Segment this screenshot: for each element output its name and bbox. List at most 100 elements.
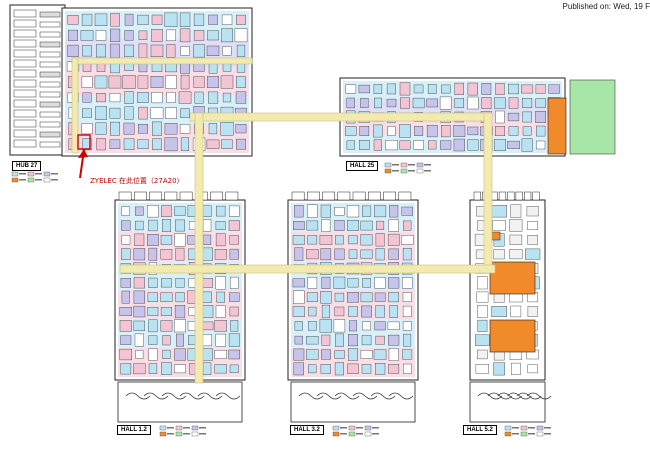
hall-3-2-block-booth — [321, 276, 331, 289]
hall-25-block-booth — [453, 138, 465, 152]
hall-3-2-block-booth — [334, 292, 345, 302]
hall-5-2-block-booth — [492, 220, 506, 231]
hall-3-2-block-booth — [292, 234, 305, 245]
hall-3-2-block-booth — [293, 220, 305, 230]
hall-5-2-block-booth — [511, 362, 521, 375]
hall-25-block-booth — [386, 83, 397, 95]
hall-27-block-booth — [164, 107, 177, 119]
hall-25-block-booth — [373, 84, 383, 94]
legend-swatch — [175, 425, 183, 431]
foyer-escalator — [388, 392, 414, 400]
hall-3-2-block-booth — [294, 204, 304, 218]
hall-1-2-block-booth — [147, 307, 159, 317]
legend-text-line — [356, 427, 363, 429]
hall-1-2-block-booth — [119, 348, 133, 361]
hall-27-block-booth — [108, 75, 122, 89]
legend-text-line — [392, 170, 399, 172]
hall-3-2-block-booth — [348, 306, 358, 317]
hall-3-2-block-booth — [349, 320, 358, 332]
legend-text-line — [512, 433, 519, 435]
hall-1-2-block-booth — [229, 248, 239, 260]
hall-3-2-block-booth — [403, 220, 412, 231]
hall-1-2-block-booth — [120, 278, 131, 288]
hall-1-2-block-booth — [214, 364, 227, 374]
hall-3-2-block-booth — [319, 319, 332, 333]
hall-3-2-block-booth — [347, 363, 359, 374]
hall-1-2-block-booth — [135, 350, 144, 359]
hall-legend — [332, 425, 379, 437]
hub-27-area — [9, 4, 66, 156]
hall-27-block-booth — [235, 76, 246, 88]
hall-1-2-block-booth — [215, 221, 226, 231]
service-room — [515, 191, 523, 201]
legend-text-line — [528, 427, 535, 429]
hall-27-block-booth — [95, 122, 107, 135]
hub-27-room — [13, 119, 37, 128]
hall-5-2-block-booth — [526, 206, 539, 217]
hall-5-2-block-booth — [493, 249, 505, 260]
legend-text-line — [544, 427, 551, 429]
hall-3-2-block-booth — [348, 235, 358, 245]
hall-3-2-block-booth — [374, 292, 386, 302]
hall-27-block-booth — [124, 13, 134, 26]
service-room — [498, 191, 507, 201]
hall-27-block-booth — [166, 29, 176, 41]
hall-25-block-booth — [386, 98, 397, 108]
hall-3-2-block-booth — [360, 220, 373, 231]
hall-25-block-zone-band — [343, 99, 562, 117]
hall-1-2-block-booth — [146, 204, 159, 218]
hall-1-2-block-booth — [133, 248, 146, 261]
hall-25-block-booth — [467, 82, 478, 96]
hall-3-2-block-booth — [307, 277, 318, 289]
hall-25-block-booth — [467, 96, 479, 110]
hall-1-2-block-booth — [160, 248, 173, 260]
hall-1-2-block-booth — [133, 290, 145, 304]
hall-3-2-block-booth — [387, 321, 400, 330]
hall-5-2-block-booth — [477, 349, 488, 360]
foyer-escalator — [497, 392, 522, 400]
hall-1-2-block-booth — [134, 333, 144, 347]
hub-27-room — [13, 19, 37, 28]
hall-27-block-booth — [94, 75, 108, 89]
hall-3-2-block-booth — [294, 247, 304, 261]
hall-1-2-block-booth — [147, 233, 159, 246]
legend-swatch — [332, 431, 340, 437]
hall-27-block-booth — [123, 138, 135, 150]
hall-27-block-booth — [222, 46, 232, 56]
hall-25-block-booth — [439, 96, 452, 110]
hall-27-block-booth — [137, 123, 148, 134]
hall-27-block — [61, 7, 253, 157]
hall-3-2-block-booth — [293, 348, 305, 361]
hall-1-2-block-booth — [133, 320, 146, 331]
hall-27-block-booth — [95, 30, 107, 41]
hall-25-block-booth — [522, 111, 532, 123]
hall-27-block-booth — [208, 14, 218, 25]
hall-3-2-block-booth — [402, 277, 413, 289]
service-room — [210, 191, 223, 201]
hall-1-2-block-booth — [216, 291, 226, 303]
hall-3-2-block-booth — [361, 305, 372, 318]
walkway — [194, 112, 204, 384]
hall-3-2-block-booth — [389, 305, 398, 318]
hall-3-2-block-booth — [402, 321, 412, 331]
hall-1-2-block — [114, 199, 246, 381]
hall-5-2-orange-booth — [491, 231, 501, 241]
service-room — [398, 191, 412, 201]
hall-3-2-block-booth — [360, 234, 373, 246]
service-room — [322, 191, 335, 201]
hall-25-block-booth — [428, 140, 437, 150]
hall-1-2-block-booth — [202, 205, 212, 217]
hall-3-2-block-booth — [334, 362, 345, 376]
hub-27-room — [39, 141, 61, 148]
hall-1-2-block-booth — [175, 333, 184, 347]
legend-text-line — [19, 179, 26, 181]
hall-3-2-block-booth — [346, 205, 360, 218]
hall-25-block-booth — [481, 83, 492, 95]
hall-5-2-block-booth — [527, 234, 538, 245]
hall-5-2-orange-block — [489, 261, 536, 295]
hall-27-block-booth — [151, 29, 163, 42]
hall-3-2-block-booth — [348, 348, 358, 361]
hall-1-2-block-booth — [119, 320, 132, 332]
hall-3-2-block-booth — [306, 220, 319, 231]
